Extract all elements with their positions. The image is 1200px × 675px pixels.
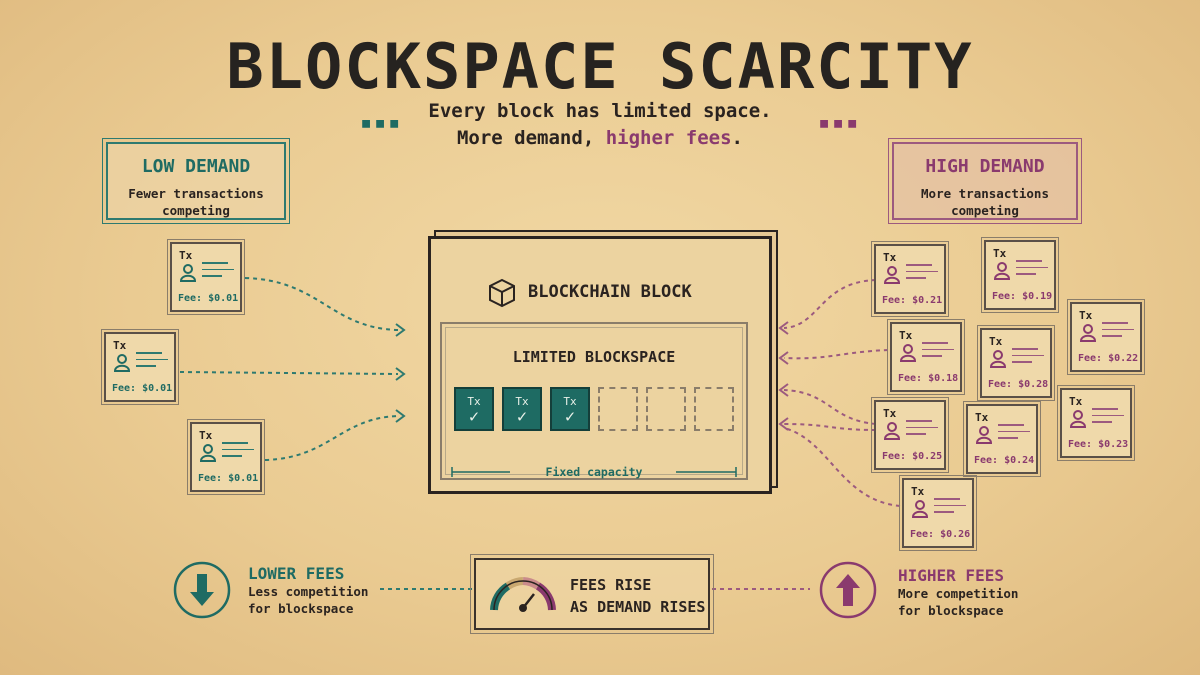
high-tx-card: Tx Fee: $0.23 bbox=[1057, 385, 1135, 461]
tx-fee: Fee: $0.01 bbox=[112, 383, 173, 394]
user-icon bbox=[884, 266, 900, 284]
user-icon bbox=[200, 444, 216, 462]
high-tx-card: Tx Fee: $0.21 bbox=[871, 241, 949, 317]
user-icon bbox=[994, 262, 1010, 280]
high-tx-card: Tx Fee: $0.25 bbox=[871, 397, 949, 473]
subtitle: Every block has limited space. More dema… bbox=[0, 98, 1200, 152]
tx-fee: Fee: $0.23 bbox=[1068, 439, 1129, 450]
fees-rise-box bbox=[470, 554, 714, 634]
low-tx-card: Tx Fee: $0.01 bbox=[167, 239, 245, 315]
tx-label: Tx bbox=[113, 339, 127, 352]
low-tx-card: Tx Fee: $0.01 bbox=[101, 329, 179, 405]
block-slot-filled: Tx✓ bbox=[454, 387, 494, 431]
user-icon bbox=[1080, 324, 1096, 342]
high-tx-card: Tx Fee: $0.22 bbox=[1067, 299, 1145, 375]
user-icon bbox=[180, 264, 196, 282]
high-tx-card: Tx Fee: $0.19 bbox=[981, 237, 1059, 313]
tx-fee: Fee: $0.28 bbox=[988, 379, 1049, 390]
tx-fee: Fee: $0.01 bbox=[198, 473, 259, 484]
decor-dots-right: ▪▪▪ bbox=[818, 110, 861, 134]
high-demand-title: HIGH DEMAND bbox=[925, 156, 1045, 177]
high-demand-desc: More transactions competing bbox=[921, 186, 1049, 218]
limited-blockspace-title: LIMITED BLOCKSPACE bbox=[512, 348, 676, 366]
tx-lines bbox=[202, 262, 236, 282]
high-tx-card: Tx Fee: $0.24 bbox=[963, 401, 1041, 477]
block-slot-empty bbox=[598, 387, 638, 431]
gauge-icon bbox=[490, 577, 556, 612]
block-slot-filled: Tx✓ bbox=[502, 387, 542, 431]
tx-fee: Fee: $0.18 bbox=[898, 373, 959, 384]
lower-fees-title: LOWER FEES bbox=[248, 564, 345, 583]
high-tx-card: Tx Fee: $0.28 bbox=[977, 325, 1055, 401]
check-icon: ✓ bbox=[468, 407, 480, 427]
higher-fees-desc: More competition for blockspace bbox=[898, 586, 1019, 618]
low-demand-box: LOW DEMAND Fewer transactions competing bbox=[102, 138, 290, 224]
high-tx-card: Tx Fee: $0.18 bbox=[887, 319, 965, 395]
decor-dots-left: ▪▪▪ bbox=[360, 110, 403, 134]
user-icon bbox=[884, 422, 900, 440]
user-icon bbox=[1070, 410, 1086, 428]
user-icon bbox=[912, 500, 928, 518]
user-icon bbox=[114, 354, 130, 372]
subtitle-highlight: higher fees bbox=[605, 127, 732, 149]
arrow-up-icon bbox=[819, 561, 877, 619]
lower-fees-desc: Less competition for blockspace bbox=[248, 584, 369, 616]
tx-lines bbox=[136, 352, 170, 372]
low-demand-desc: Fewer transactions competing bbox=[128, 186, 264, 218]
tx-lines bbox=[222, 442, 256, 462]
lower-fees-block: LOWER FEES Less competition for blockspa… bbox=[248, 564, 368, 617]
blockchain-block bbox=[428, 236, 772, 494]
user-icon bbox=[990, 350, 1006, 368]
higher-fees-title: HIGHER FEES bbox=[898, 566, 1004, 585]
low-demand-title: LOW DEMAND bbox=[141, 156, 251, 177]
tx-fee: Fee: $0.19 bbox=[992, 291, 1053, 302]
capacity-bracket bbox=[451, 467, 737, 477]
tx-fee: Fee: $0.22 bbox=[1078, 353, 1139, 364]
higher-fees-block: HIGHER FEES More competition for blocksp… bbox=[898, 566, 1018, 619]
limited-blockspace-box bbox=[440, 322, 748, 480]
tx-label: Tx bbox=[199, 429, 213, 442]
cube-icon bbox=[489, 278, 515, 308]
block-slot-filled: Tx✓ bbox=[550, 387, 590, 431]
tx-fee: Fee: $0.26 bbox=[910, 529, 971, 540]
check-icon: ✓ bbox=[564, 407, 576, 427]
low-tx-card: Tx Fee: $0.01 bbox=[187, 419, 265, 495]
page-title: BLOCKSPACE SCARCITY bbox=[226, 30, 974, 103]
fees-rise-text: FEES RISE AS DEMAND RISES bbox=[570, 576, 706, 616]
user-icon bbox=[900, 344, 916, 362]
high-tx-card: Tx Fee: $0.26 bbox=[899, 475, 977, 551]
block-slot-empty bbox=[694, 387, 734, 431]
check-icon: ✓ bbox=[516, 407, 528, 427]
tx-fee: Fee: $0.25 bbox=[882, 451, 943, 462]
arrow-down-icon bbox=[173, 561, 231, 619]
user-icon bbox=[976, 426, 992, 444]
subtitle-line1: Every block has limited space. bbox=[428, 100, 772, 122]
subtitle-line2: More demand, higher fees. bbox=[456, 127, 743, 149]
block-title: BLOCKCHAIN BLOCK bbox=[528, 282, 692, 302]
block-slot-empty bbox=[646, 387, 686, 431]
tx-label: Tx bbox=[179, 249, 193, 262]
high-demand-box: HIGH DEMAND More transactions competing bbox=[888, 138, 1082, 224]
tx-fee: Fee: $0.24 bbox=[974, 455, 1035, 466]
tx-fee: Fee: $0.21 bbox=[882, 295, 943, 306]
tx-fee: Fee: $0.01 bbox=[178, 293, 239, 304]
fixed-capacity-label: Fixed capacity bbox=[545, 465, 643, 479]
